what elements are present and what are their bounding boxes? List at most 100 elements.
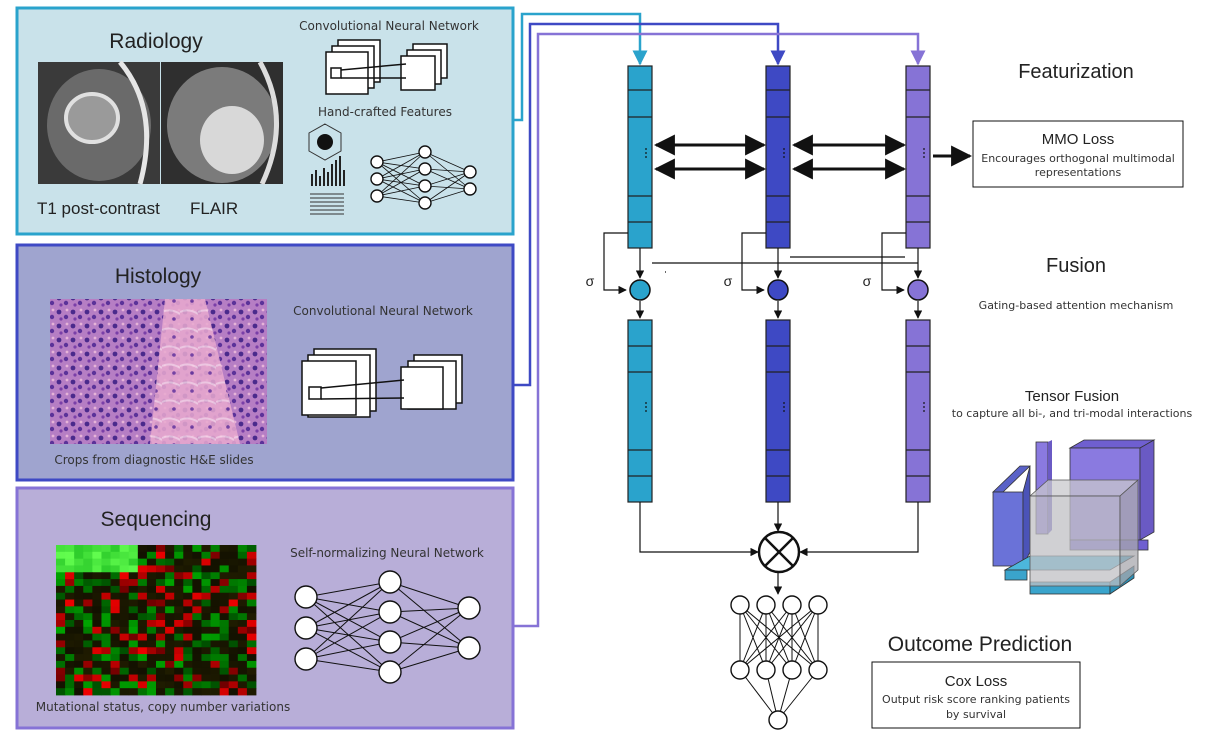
heatmap-cell	[74, 579, 84, 587]
heatmap-cell	[228, 565, 239, 573]
heatmap-cell	[83, 674, 93, 682]
heatmap-cell	[183, 613, 193, 621]
nn-edge	[389, 607, 470, 643]
heatmap-cell	[156, 633, 166, 641]
heatmap-cell	[201, 620, 211, 628]
heatmap-cell	[228, 558, 239, 566]
heatmap-cell	[246, 660, 257, 669]
heatmap-cell	[201, 551, 211, 560]
heatmap-cell	[101, 606, 111, 614]
heatmap-cell	[110, 545, 121, 553]
radiology-feature-column	[627, 65, 653, 249]
heatmap-cell	[219, 613, 230, 621]
heatmap-cell	[156, 565, 166, 573]
gating-connections	[603, 232, 923, 319]
heatmap-cell	[56, 613, 66, 621]
ellipsis-dot	[783, 148, 785, 150]
heatmap-cell	[137, 626, 148, 635]
heatmap-cell	[192, 633, 202, 641]
sequencing-feature-column	[905, 319, 931, 503]
heatmap-cell	[183, 572, 193, 580]
heatmap-cell	[246, 592, 257, 600]
nn-edge	[389, 581, 470, 609]
nn-node	[730, 660, 750, 680]
heatmap-cell	[246, 599, 257, 607]
heatmap-cell	[137, 599, 148, 607]
ellipsis-dot	[923, 148, 925, 150]
heatmap-cell	[219, 640, 230, 648]
sequencing-feature-column	[905, 65, 931, 249]
heatmap-cell	[146, 688, 157, 696]
heatmap-cell	[156, 613, 166, 621]
heatmap-cell	[146, 667, 157, 675]
heatmap-cell	[156, 551, 166, 560]
heatmap-cell	[101, 654, 111, 662]
heatmap-cell	[201, 688, 211, 696]
heatmap-cell	[174, 667, 184, 675]
heatmap-cell	[183, 633, 193, 641]
heatmap-cell	[137, 613, 148, 621]
heatmap-cell	[101, 572, 111, 580]
heatmap-cell	[110, 613, 121, 621]
heatmap-cell	[110, 667, 121, 675]
heatmap-cell	[156, 606, 166, 614]
heatmap-cell	[119, 599, 130, 607]
nn-edge	[739, 669, 779, 721]
heatmap-cell	[210, 613, 221, 621]
heatmap-cell	[210, 592, 221, 600]
heatmap-cell	[201, 585, 211, 594]
heatmap-cell	[110, 558, 121, 566]
heatmap-cell	[210, 572, 221, 580]
heatmap-cell	[74, 620, 84, 628]
ellipsis-dot	[645, 152, 647, 154]
ellipsis-dot	[645, 402, 647, 404]
heatmap-cell	[101, 592, 111, 600]
heatmap-cell	[128, 613, 139, 621]
heatmap-cell	[156, 674, 166, 682]
heatmap-cell	[156, 681, 166, 689]
heatmap-cell	[74, 633, 84, 641]
heatmap-cell	[92, 647, 102, 655]
feature-columns	[627, 65, 931, 503]
heatmap-cell	[192, 585, 202, 594]
heatmap-cell	[201, 640, 211, 648]
nn-node	[370, 189, 384, 203]
heatmap-cell	[101, 667, 111, 675]
heatmap-cell	[174, 688, 184, 696]
heatmap-cell	[183, 592, 193, 600]
heatmap-cell	[174, 565, 184, 573]
heatmap-cell	[219, 654, 230, 662]
heatmap-cell	[201, 660, 211, 669]
heatmap-cell	[219, 633, 230, 641]
heatmap-cell	[74, 558, 84, 566]
heatmap-cell	[165, 633, 175, 641]
ellipsis-dot	[923, 406, 925, 408]
ellipsis-dot	[783, 152, 785, 154]
nn-node	[457, 596, 481, 620]
heatmap-cell	[128, 633, 139, 641]
flair-label: FLAIR	[190, 199, 238, 218]
he-slide-image	[50, 299, 267, 444]
heatmap-cell	[128, 585, 139, 594]
heatmap-cell	[83, 551, 93, 560]
radiology-gate-node	[629, 279, 651, 301]
nn-edge	[389, 607, 470, 673]
heatmap-cell	[210, 654, 221, 662]
heatmap-cell	[110, 647, 121, 655]
heatmap-cell	[146, 599, 157, 607]
nn-node	[730, 595, 750, 615]
heatmap-cell	[174, 558, 184, 566]
heatmap-cell	[65, 647, 75, 655]
heatmap-cell	[101, 660, 111, 669]
nn-node	[756, 660, 776, 680]
nn-node	[418, 145, 432, 159]
heatmap-cell	[219, 606, 230, 614]
heatmap-cell	[183, 660, 193, 669]
heatmap-cell	[183, 688, 193, 696]
heatmap-cell	[65, 592, 75, 600]
heatmap-cell	[210, 626, 221, 635]
heatmap-cell	[65, 545, 75, 553]
heatmap-cell	[210, 647, 221, 655]
heatmap-cell	[128, 660, 139, 669]
nn-node	[294, 647, 318, 671]
